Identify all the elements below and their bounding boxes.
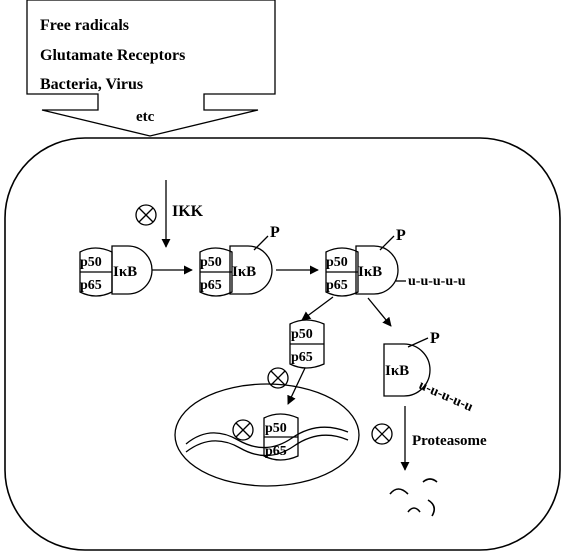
degraded-fragments	[389, 478, 438, 517]
complex3-phosphate: P	[396, 227, 406, 244]
inhibitor-symbol-translocation	[267, 367, 289, 389]
free-nfkb-dimer: p50 p65	[289, 319, 325, 369]
nfkb-ikb-complex-3: p50 p65 IκB P u-u-u-u-u	[325, 227, 466, 297]
complex3-ubiquitin-chain: u-u-u-u-u	[408, 274, 466, 289]
arrow-release-nfkb	[301, 296, 334, 321]
inhibitor-symbol-proteasome	[371, 423, 393, 445]
complex1-p65: p65	[80, 278, 102, 293]
complex2-p65: p65	[200, 278, 222, 293]
stimulus-bacteria-virus: Bacteria, Virus	[40, 76, 143, 93]
nuclear-dimer-p50: p50	[265, 421, 287, 436]
complex3-ikb: IκB	[358, 264, 382, 280]
nfkb-ikb-complex-1: p50 p65 IκB	[79, 245, 153, 297]
complex3-p50: p50	[326, 255, 348, 270]
complex2-p50: p50	[200, 255, 222, 270]
stimulus-etc: etc	[136, 109, 155, 125]
inhibitor-symbol-ikk	[135, 204, 157, 226]
nfkb-ikb-complex-2: p50 p65 IκB P	[199, 224, 280, 297]
free-ikb-phospho-ub: IκB P u-u-u-u-u	[383, 330, 475, 415]
nuclear-nfkb-dimer: p50 p65	[263, 413, 299, 461]
complex1-ikb: IκB	[113, 264, 137, 280]
free-ikb-label: IκB	[385, 363, 409, 379]
complex2-ikb: IκB	[232, 264, 256, 280]
nucleus	[174, 383, 360, 487]
ikk-label: IKK	[172, 203, 204, 220]
inhibitor-symbol-nucleus	[232, 419, 254, 441]
complex2-phosphate: P	[270, 224, 280, 241]
free-dimer-p50: p50	[291, 327, 313, 342]
stimulus-free-radicals: Free radicals	[40, 17, 129, 34]
dna-strand-1	[185, 426, 349, 449]
dna-strand-2	[185, 434, 349, 457]
free-ikb-ubiquitin-chain: u-u-u-u-u	[416, 378, 475, 415]
free-ikb-phosphate: P	[430, 330, 440, 347]
complex1-p50: p50	[80, 255, 102, 270]
free-dimer-p65: p65	[291, 350, 313, 365]
stimuli-arrow-box	[26, 0, 276, 137]
stimulus-glutamate-receptors: Glutamate Receptors	[40, 47, 185, 64]
cell-membrane	[4, 137, 561, 551]
proteasome-label: Proteasome	[412, 433, 487, 449]
nuclear-dimer-p65: p65	[265, 444, 287, 459]
arrow-release-ikb	[367, 297, 392, 327]
complex3-p65: p65	[326, 278, 348, 293]
